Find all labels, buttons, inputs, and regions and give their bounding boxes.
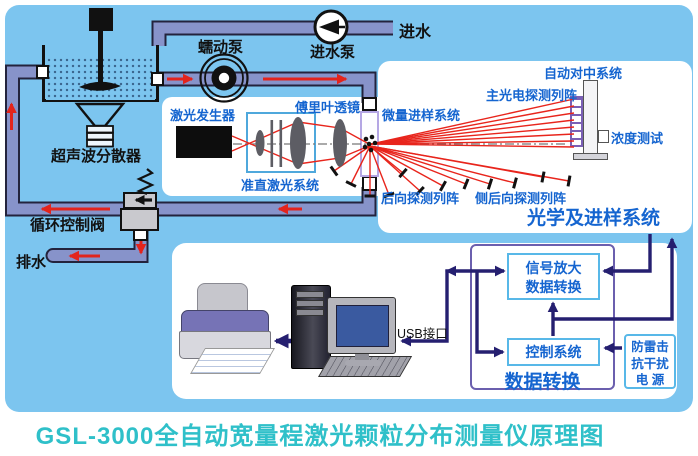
valve-upper-body [123,192,157,209]
stirrer-motor [89,8,113,31]
control-system-label: 控制系统 [525,344,582,360]
main-detector-array-label: 主光电探测列阵 [486,88,578,103]
main-detector-slab [583,80,598,154]
water-inlet-label: 进水 [399,24,432,41]
tower-vent [296,309,324,316]
signal-amplify-line1: 信号放大 [525,260,582,276]
back-detector-array-label: 后向探测列阵 [381,191,460,206]
tank-right-coupling [151,72,164,86]
circulation-valve-label: 循环控制阀 [30,217,106,234]
sample-cell [360,111,379,177]
fourier-lens-label: 傅里叶透镜 [295,100,361,115]
tower-vent [296,300,324,307]
tower-vent [296,291,324,298]
cell-bottom-connector [362,176,377,191]
drain-label: 排水 [16,254,47,271]
main-detector-base [573,153,608,160]
monitor-stand [355,354,369,360]
optics-section-label: 光学及进样系统 [527,208,661,229]
ultrasonic-disperser-label: 超声波分散器 [51,148,142,165]
data-conversion-group-label: 数据转换 [504,372,581,393]
monitor-screen [336,305,389,347]
valve-lower-body [120,208,159,231]
stirrer-shaft [98,30,103,87]
laser-generator-label: 激光发生器 [170,108,236,123]
control-system-box: 控制系统 [507,338,600,366]
printer-output-paper [190,348,276,374]
concentration-sensor [598,130,609,143]
monitor-stand-base [345,360,381,366]
signal-amplify-box: 信号放大 数据转换 [507,253,600,300]
concentration-test-label: 浓度测试 [611,131,664,146]
collimating-system-box [246,112,316,173]
diagram-title: GSL-3000全自动宽量程激光颗粒分布测量仪原理图 [35,423,605,450]
peristaltic-pump-label: 蠕动泵 [198,39,244,56]
power-line-3: 电 源 [635,373,665,387]
valve-drain-stub [133,229,148,241]
tank-left-coupling [36,65,49,79]
micro-sampling-label: 微量进样系统 [382,108,461,123]
power-line-2: 抗干扰 [631,356,669,371]
inlet-pump-label: 进水泵 [310,44,356,61]
auto-centering-label: 自动对中系统 [544,66,623,81]
power-supply-box: 防雷击 抗干扰 电 源 [624,334,676,389]
signal-amplify-line2: 数据转换 [525,278,582,295]
usb-port-label: USB接口 [397,327,448,341]
collimating-system-label: 准直激光系统 [241,178,320,193]
cell-top-connector [362,97,377,111]
computer-tower [291,285,331,369]
laser-generator-unit [176,126,232,158]
power-line-1: 防雷击 [631,340,669,354]
side-back-detector-array-label: 侧后向探测列阵 [475,191,567,206]
